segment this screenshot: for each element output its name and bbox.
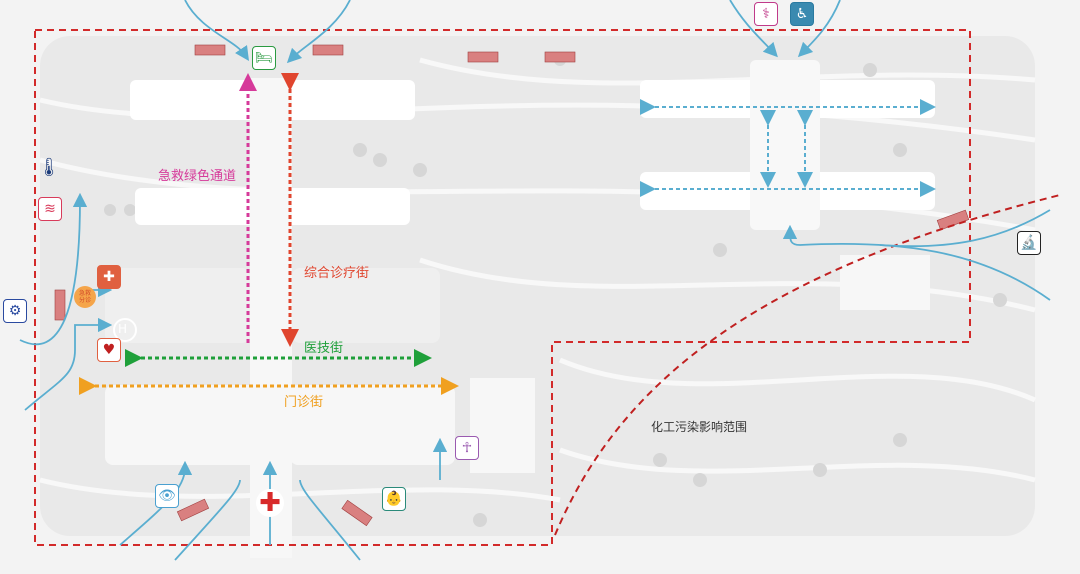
skeleton-icon: ☥ [455,436,479,460]
intestine-icon: ≋ [38,197,62,221]
comprehensive-street-label: 综合诊疗街 [304,266,370,281]
first-aid-kit-icon: ✚ [97,265,121,289]
trees [104,54,1007,527]
green-channel-label: 急救绿色通道 [158,169,237,184]
patient-icon: ♿ [790,2,814,26]
helipad-label: H [118,322,128,336]
hospital-bed-icon: 🛏 [252,46,276,70]
internal-flow-arrows [640,99,936,197]
stethoscope-icon: ⚕ [754,2,778,26]
pediatrics-icon: 👶 [382,487,406,511]
eye-icon: 👁 [155,484,179,508]
pollution-boundary [554,194,1061,536]
microscope-icon: 🔬 [1017,231,1041,255]
care-service-icon: ⚙ [3,299,27,323]
badge-line1: 急救 [78,290,91,297]
flow-lines [19,0,1051,561]
red-cross-icon: ✚ [256,489,284,517]
medtech-street-label: 医技街 [304,341,344,356]
outpatient-street-label: 门诊街 [284,395,324,410]
thermometer-icon: 🌡 [37,157,61,178]
pollution-zone-label: 化工污染影响范围 [651,420,748,434]
parking-markers [54,44,970,527]
emergency-triage-badge: 急救 分诊 [74,286,96,308]
helipad [113,318,137,342]
badge-line2: 分诊 [78,297,91,304]
heart-icon: ♥ [97,338,121,362]
